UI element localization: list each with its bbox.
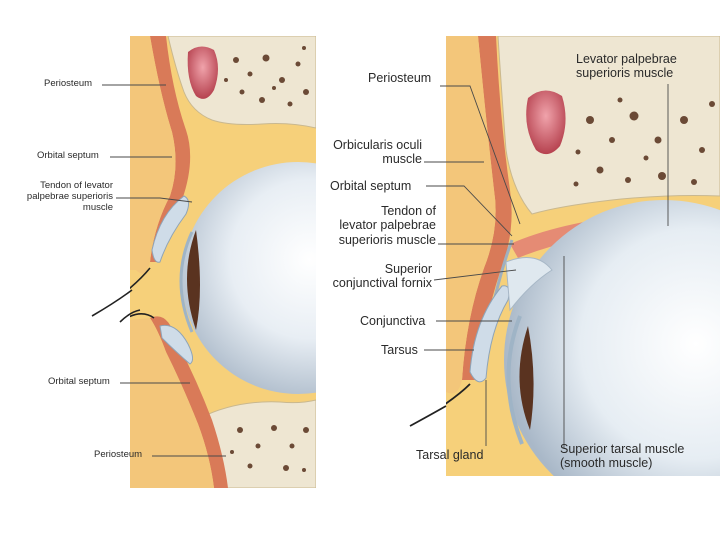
left-leader-lines xyxy=(102,84,226,457)
bone-marrow-upper xyxy=(224,46,309,107)
left-eyeball xyxy=(182,162,316,394)
upper-lid-skin xyxy=(130,36,176,274)
right-tarsus xyxy=(469,285,510,383)
frontal-sinus xyxy=(187,46,218,99)
right-eyeball xyxy=(504,200,720,476)
lower-eyelash-tip xyxy=(119,309,141,323)
lower-lid-skin xyxy=(130,318,214,488)
right-cornea xyxy=(506,315,524,445)
conjunctival-fornix xyxy=(505,257,553,312)
right-panel-illustration xyxy=(446,36,720,476)
left-panel-illustration xyxy=(130,36,316,488)
lower-eyelash xyxy=(130,313,155,319)
label-tarsal-gland: Tarsal gland xyxy=(416,448,484,462)
lower-lid-muscle xyxy=(150,316,228,488)
label-superior-tarsal-muscle: Superior tarsal muscle (smooth muscle) xyxy=(560,442,685,471)
label-periosteum-upper: Periosteum xyxy=(44,78,93,89)
label-superior-fornix: Superior conjunctival fornix xyxy=(332,262,432,291)
right-eyelash xyxy=(446,383,471,405)
label-tendon-levator-left: Tendon of levator palpebrae superioris m… xyxy=(26,180,113,213)
right-frontal-bone xyxy=(497,36,720,215)
label-tendon-levator-right: Tendon of levator palpebrae superioris m… xyxy=(338,204,436,247)
label-orbicularis: Orbicularis oculi muscle xyxy=(333,138,422,167)
upper-eyelash-tip xyxy=(91,289,133,317)
label-periosteum-right: Periosteum xyxy=(368,71,432,85)
label-orbital-septum-lower: Orbital septum xyxy=(48,376,110,387)
left-iris xyxy=(187,230,200,330)
right-lid-skin xyxy=(446,36,496,394)
lower-tarsus xyxy=(159,324,194,365)
right-frontal-sinus xyxy=(526,90,566,155)
bone-marrow-lower xyxy=(230,425,309,472)
label-levator-muscle: Levator palpebrae superioris muscle xyxy=(576,52,677,81)
label-conjunctiva: Conjunctiva xyxy=(360,314,426,328)
right-iris xyxy=(519,326,534,430)
label-periosteum-lower: Periosteum xyxy=(94,449,143,460)
left-cornea xyxy=(179,231,194,333)
right-leader-lines xyxy=(424,84,669,448)
right-bone-marrow xyxy=(573,97,715,187)
right-eyelash-tip xyxy=(409,405,447,427)
orbicularis-muscle xyxy=(462,36,512,380)
upper-eyelash xyxy=(130,267,151,290)
label-orbital-septum-right: Orbital septum xyxy=(330,179,412,193)
upper-tarsus xyxy=(151,195,190,263)
label-orbital-septum-upper: Orbital septum xyxy=(37,150,99,161)
label-tarsus: Tarsus xyxy=(381,343,418,357)
